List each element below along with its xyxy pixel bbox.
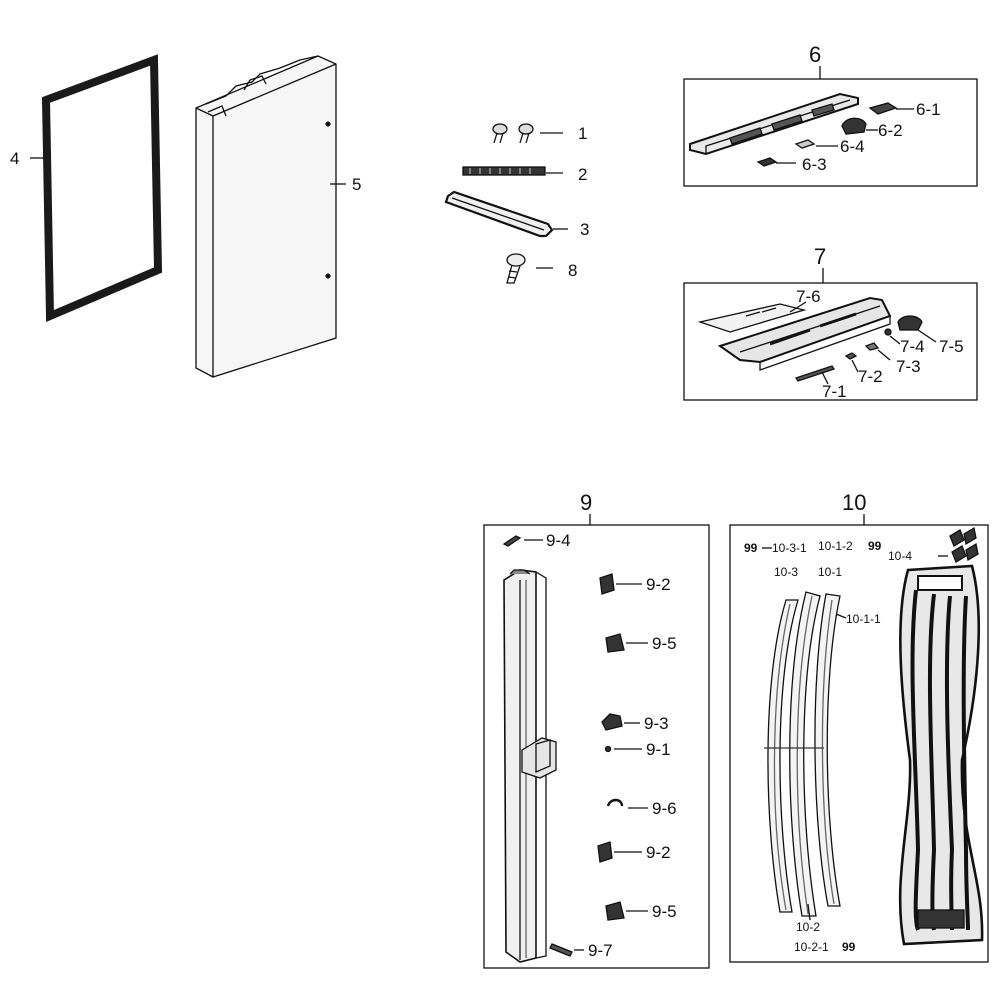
part-4-gasket[interactable] xyxy=(41,54,163,323)
part-7-3[interactable] xyxy=(864,342,880,351)
part-6-3[interactable] xyxy=(756,157,778,167)
label-10-2-1: 10-2-1 xyxy=(794,940,829,954)
leader-7-4 xyxy=(889,335,901,345)
group-label-10: 10 xyxy=(842,490,867,515)
leader-7-2 xyxy=(851,359,859,373)
part-6-4[interactable] xyxy=(794,139,816,149)
leader-7-5 xyxy=(917,329,937,343)
part-9-2b[interactable] xyxy=(597,841,613,863)
part-9-7[interactable] xyxy=(549,943,573,957)
part-7-housing[interactable] xyxy=(717,296,892,371)
label-8: 8 xyxy=(568,261,578,280)
part-10-screws[interactable] xyxy=(949,526,979,563)
label-10-1-1: 10-1-1 xyxy=(846,612,881,626)
label-9-5a: 9-5 xyxy=(652,634,677,653)
leader-7-6 xyxy=(789,301,807,313)
label-9-5b: 9-5 xyxy=(652,902,677,921)
part-7-2[interactable] xyxy=(844,352,858,360)
label-7-5: 7-5 xyxy=(939,337,964,356)
label-9-6: 9-6 xyxy=(652,799,677,818)
group-9-box xyxy=(483,524,710,969)
label-10-1: 10-1 xyxy=(818,565,843,579)
part-1-screws[interactable] xyxy=(492,123,534,144)
part-8-screw[interactable] xyxy=(506,253,526,284)
label-10-1-2: 10-1-2 xyxy=(818,539,853,553)
leader-7-3 xyxy=(877,349,891,361)
label-2: 2 xyxy=(578,165,588,184)
label-screw-b: 99 xyxy=(868,539,882,553)
part-3-bar[interactable] xyxy=(444,190,554,238)
part-10-2-lens[interactable] xyxy=(789,591,821,917)
part-7-1[interactable] xyxy=(794,365,836,382)
leader-10-2 xyxy=(807,903,811,921)
label-3: 3 xyxy=(580,220,590,239)
part-9-3[interactable] xyxy=(601,713,623,731)
group-label-6: 6 xyxy=(809,42,822,67)
part-7-6-cover[interactable] xyxy=(697,303,807,333)
label-10-2: 10-2 xyxy=(796,920,821,934)
part-2-strip[interactable] xyxy=(462,166,546,176)
part-9-1[interactable] xyxy=(604,745,612,753)
part-9-2a[interactable] xyxy=(599,573,615,595)
part-10-1-lens[interactable] xyxy=(814,593,841,907)
part-7-5[interactable] xyxy=(897,315,923,331)
label-10-3: 10-3 xyxy=(774,565,799,579)
label-screw-a: 99 xyxy=(744,541,758,555)
label-9-2a: 9-2 xyxy=(646,575,671,594)
leader-7-1 xyxy=(821,371,829,385)
label-9-1: 9-1 xyxy=(646,740,671,759)
label-9-2b: 9-2 xyxy=(646,843,671,862)
label-10-3-1: 10-3-1 xyxy=(772,541,807,555)
label-9-7: 9-7 xyxy=(588,941,613,960)
part-7-4[interactable] xyxy=(884,328,892,336)
label-7-6: 7-6 xyxy=(796,287,821,306)
part-6-2[interactable] xyxy=(841,117,867,135)
part-10-4-frame[interactable] xyxy=(898,564,984,946)
part-9-5a[interactable] xyxy=(605,633,625,653)
group-label-9: 9 xyxy=(580,490,593,515)
part-5-door[interactable] xyxy=(195,55,337,378)
label-4: 4 xyxy=(10,149,20,168)
label-7-4: 7-4 xyxy=(900,337,925,356)
label-9-3: 9-3 xyxy=(644,714,669,733)
part-6-1[interactable] xyxy=(868,102,898,115)
part-6-housing[interactable] xyxy=(689,92,859,156)
label-6-1: 6-1 xyxy=(916,100,941,119)
label-10-4: 10-4 xyxy=(888,549,913,563)
leader-10-1-1 xyxy=(835,613,847,619)
label-6-2: 6-2 xyxy=(878,121,903,140)
label-7-2: 7-2 xyxy=(858,367,883,386)
part-9-rail[interactable] xyxy=(503,569,557,963)
label-screw-c: 99 xyxy=(842,940,856,954)
label-7-3: 7-3 xyxy=(896,357,921,376)
part-10-3-lens[interactable] xyxy=(767,599,799,913)
group-label-7: 7 xyxy=(814,244,827,269)
group-6-box xyxy=(683,78,978,187)
label-9-4: 9-4 xyxy=(546,531,571,550)
label-6-4: 6-4 xyxy=(840,137,865,156)
label-6-3: 6-3 xyxy=(802,155,827,174)
label-5: 5 xyxy=(352,175,362,194)
part-9-6[interactable] xyxy=(606,798,624,807)
label-7-1: 7-1 xyxy=(822,382,847,401)
group-7-box xyxy=(683,282,978,401)
label-1: 1 xyxy=(578,124,588,143)
part-9-4[interactable] xyxy=(502,535,522,547)
group-10-box xyxy=(729,524,989,963)
part-9-5b[interactable] xyxy=(605,901,625,921)
